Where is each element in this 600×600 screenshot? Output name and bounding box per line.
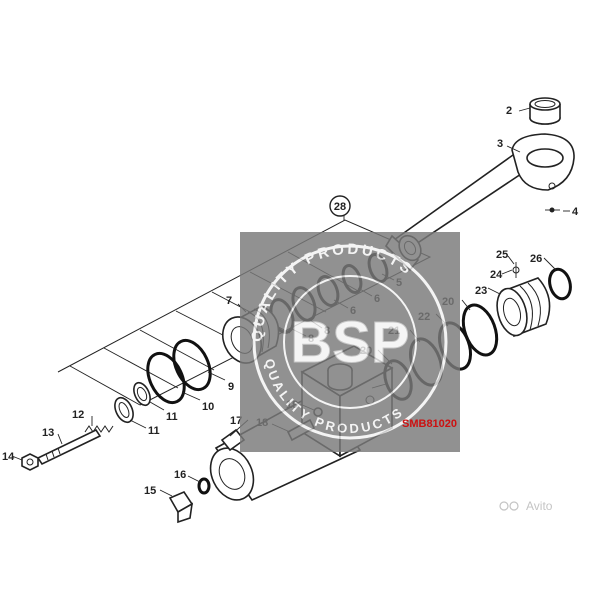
part-bolt bbox=[36, 428, 102, 466]
corner-mark-text: Avito bbox=[526, 499, 553, 513]
watermark-logo: BSP bbox=[290, 310, 409, 375]
callout-11a: 11 bbox=[166, 411, 178, 423]
part-gland bbox=[496, 277, 551, 338]
callout-23: 23 bbox=[475, 285, 487, 297]
callout-15: 15 bbox=[144, 485, 156, 497]
callout-16: 16 bbox=[174, 469, 186, 481]
part-plug bbox=[168, 491, 194, 524]
part-o-ring-16 bbox=[197, 477, 211, 495]
part-spring bbox=[84, 425, 114, 433]
callout-26: 26 bbox=[530, 253, 542, 265]
callout-17: 17 bbox=[230, 415, 242, 427]
part-grease-fitting bbox=[545, 207, 560, 213]
callout-9: 9 bbox=[228, 381, 234, 393]
part-bushing bbox=[529, 97, 561, 125]
seal-rings-lower bbox=[114, 338, 212, 424]
callout-24: 24 bbox=[490, 269, 503, 281]
callout-28: 28 bbox=[334, 201, 346, 213]
watermark: QUALITY PRODUCTS QUALITY PRODUCTS BSP bbox=[240, 232, 460, 452]
part-code: SMB81020 bbox=[402, 418, 457, 430]
callout-4: 4 bbox=[572, 206, 579, 218]
part-snap-ring bbox=[548, 267, 572, 301]
callout-13: 13 bbox=[42, 427, 54, 439]
part-small-pin bbox=[512, 262, 520, 278]
part-nut bbox=[21, 453, 39, 471]
callout-3: 3 bbox=[497, 138, 503, 150]
callout-2: 2 bbox=[506, 105, 512, 117]
callout-10: 10 bbox=[202, 401, 214, 413]
callout-14: 14 bbox=[2, 451, 15, 463]
callout-11b: 11 bbox=[148, 425, 160, 437]
callout-7: 7 bbox=[226, 295, 232, 307]
callout-12: 12 bbox=[72, 409, 84, 421]
callout-28-circle: 28 bbox=[329, 195, 351, 217]
callout-25: 25 bbox=[496, 249, 508, 261]
corner-watermark: Avito bbox=[499, 499, 553, 513]
